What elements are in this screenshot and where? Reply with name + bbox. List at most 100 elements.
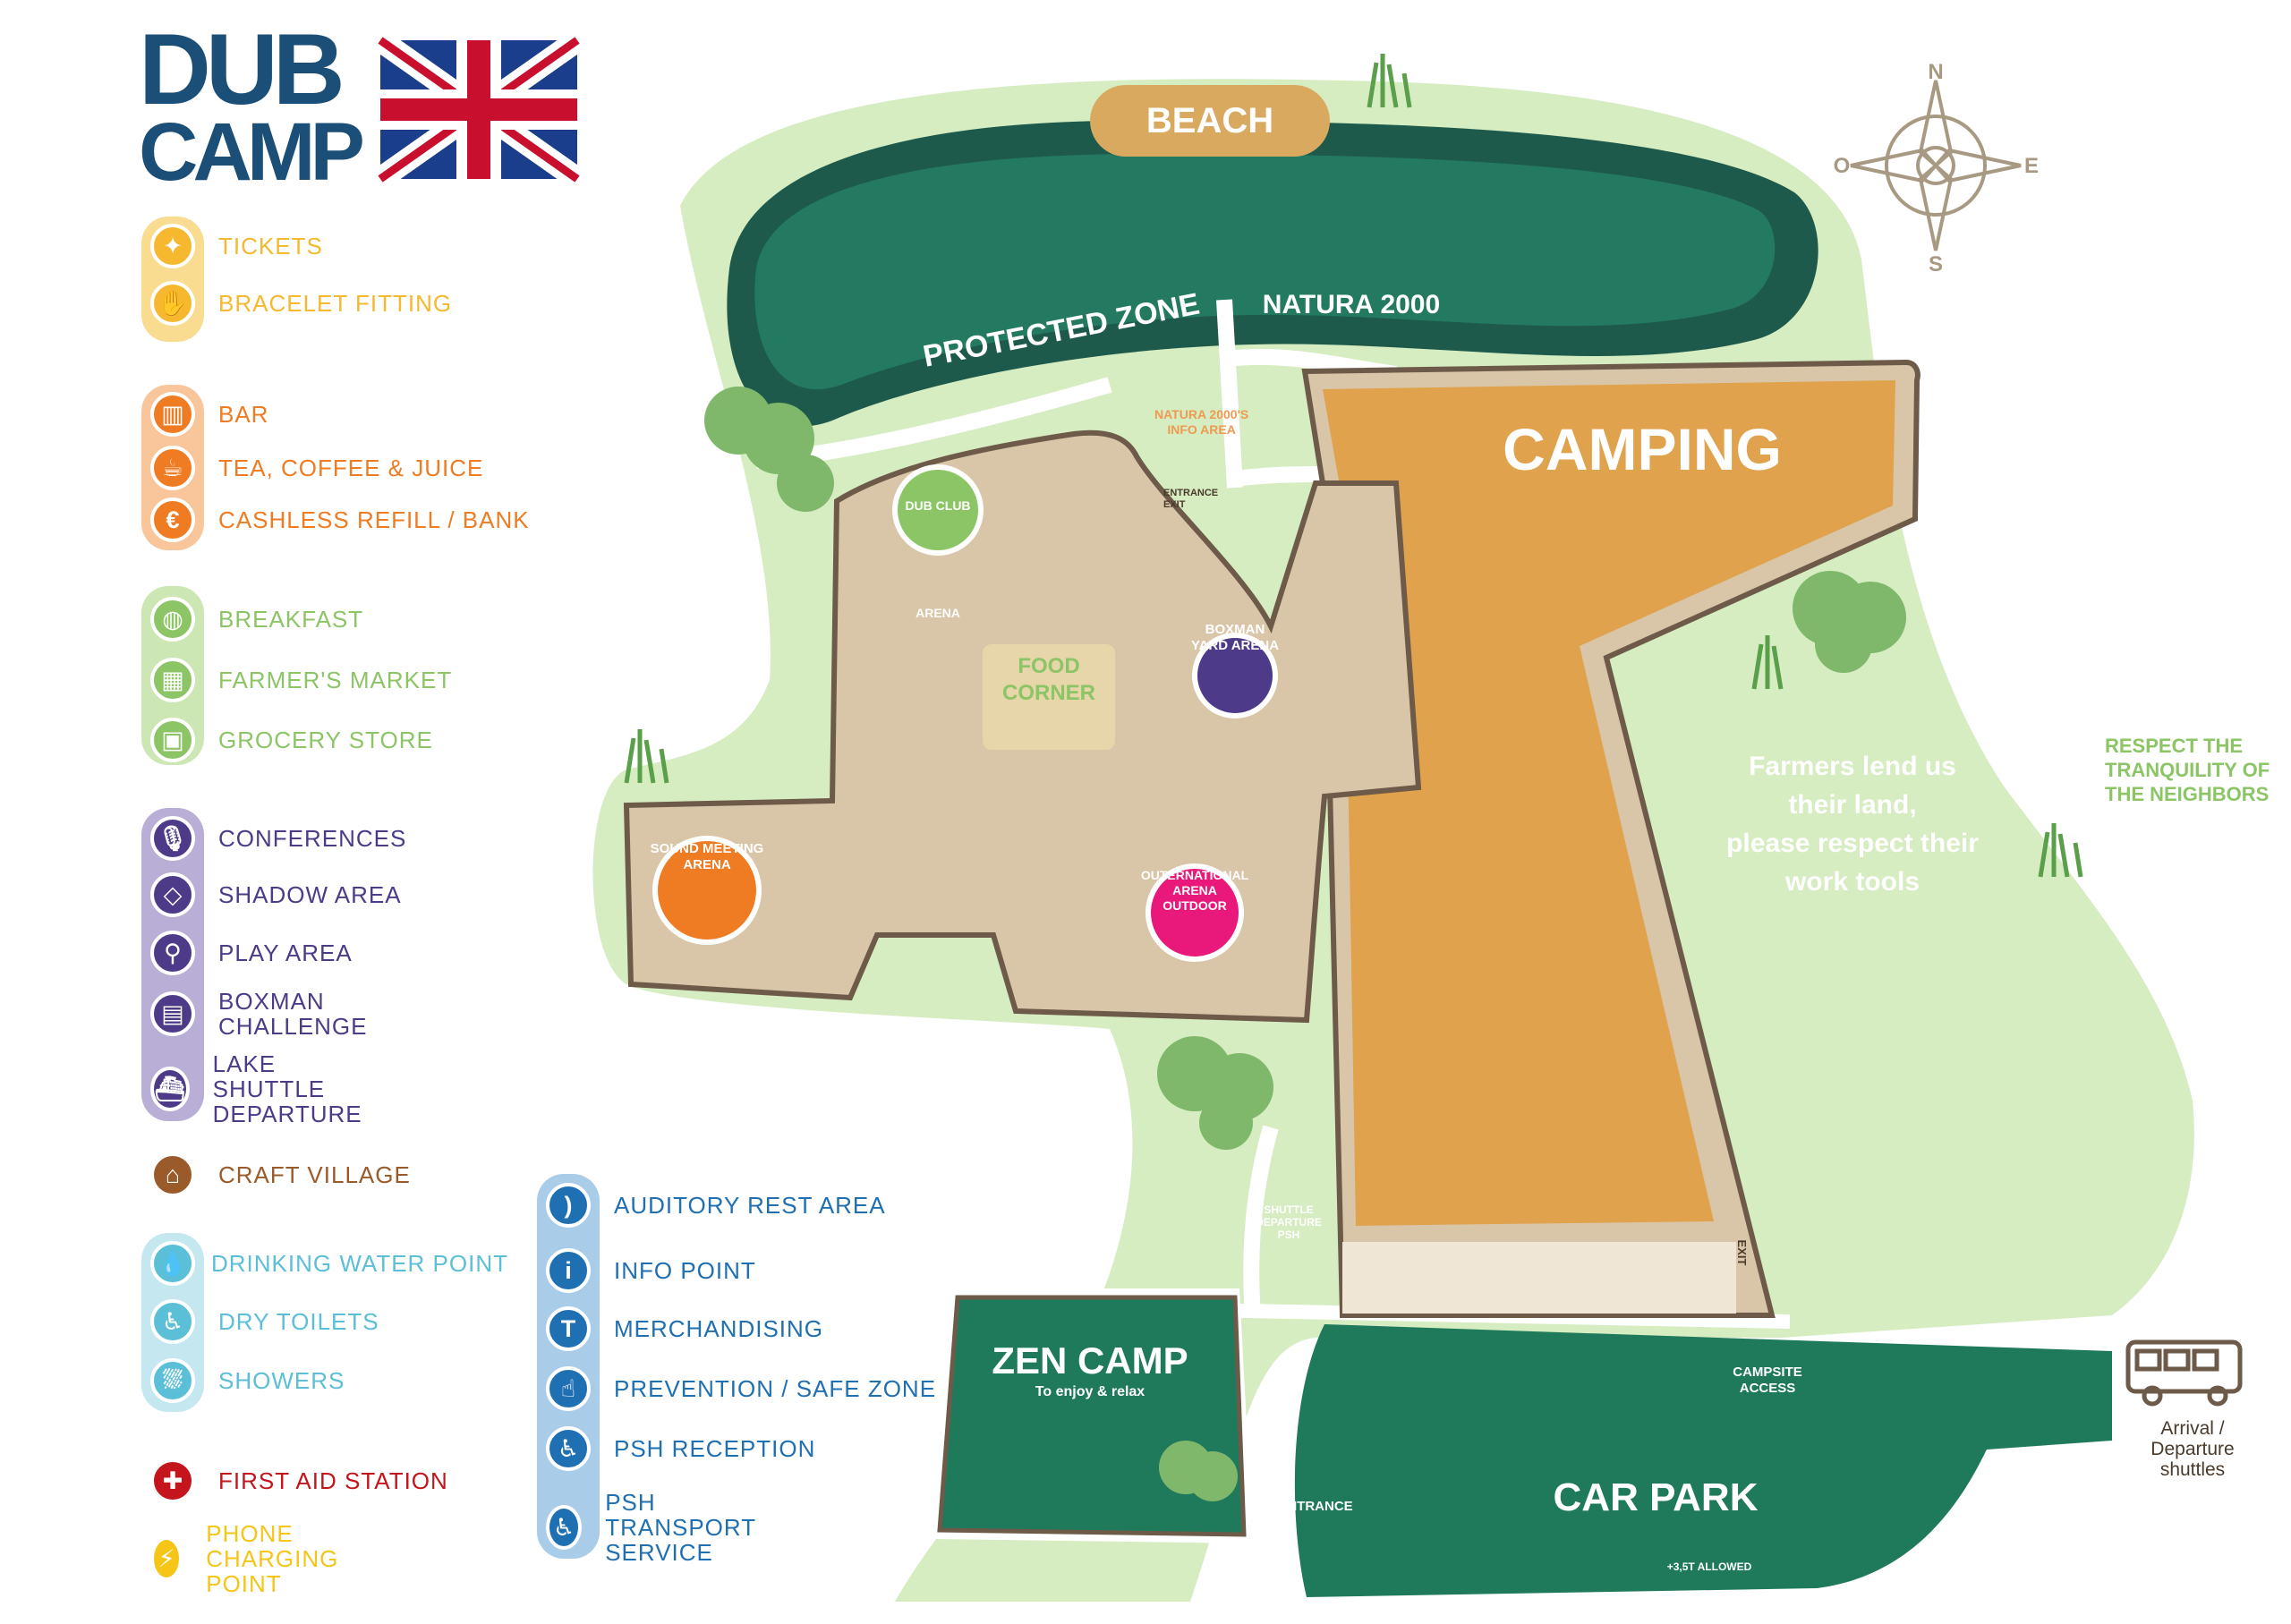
legend-label: CRAFT VILLAGE [218,1161,411,1188]
legend-label: BREAKFAST [218,606,364,633]
legend-label: CONFERENCES [218,825,407,852]
tshirt-icon: T [546,1306,591,1351]
basket-icon: ▦ [150,658,195,702]
legend-label: CASHLESS REFILL / BANK [218,506,530,533]
entrance-exit-note: ENTRANCE EXIT [1163,488,1219,510]
farmers-note: Farmers lend us their land, please respe… [1726,752,1979,897]
boat-icon: ⛴ [150,1067,190,1111]
camping-label: CAMPING [1503,416,1782,482]
food-corner-badge[interactable] [983,644,1115,750]
legend-item: ⛆ SHOWERS [150,1358,345,1403]
legend-label: BAR [218,401,269,428]
outernational-label: OUTERNATIONAL ARENA OUTDOOR [1140,868,1249,913]
lake-inner [754,153,1776,390]
compass-rose [1850,80,2022,251]
legend-item: € CASHLESS REFILL / BANK [150,497,530,542]
legend-item: ▤ BOXMAN CHALLENGE [150,989,368,1039]
legend-label: INFO POINT [614,1257,756,1284]
microphone-icon: 🎙 [150,816,195,861]
legend-label: SHOWERS [218,1367,345,1394]
legend-item: ⛴ LAKE SHUTTLE DEPARTURE [150,1051,368,1127]
dub-club-arena-badge[interactable] [892,464,984,556]
legend-item: ▦ FARMER'S MARKET [150,658,452,702]
outernational-arena-badge[interactable] [1146,863,1244,962]
bolt-icon: ⚡ [150,1536,183,1581]
legend-item: ✦ TICKETS [150,224,323,268]
legend-item: ♿ PSH TRANSPORT SERVICE [546,1490,765,1565]
legend-label: FARMER'S MARKET [218,667,453,693]
house-icon: ⌂ [150,1152,195,1197]
bush-group [704,387,1906,1501]
ticket-icon: ✦ [150,224,195,268]
play-icon: ⚲ [150,931,195,975]
legend-item: ) AUDITORY REST AREA [546,1183,886,1228]
car-park-label: CAR PARK [1554,1475,1759,1519]
entrance-label: ENTRANCE [1278,1499,1352,1514]
legend-item: 🎙 CONFERENCES [150,816,406,861]
path-lake [1216,299,1243,489]
legend-item: ◇ SHADOW AREA [150,872,402,917]
dub-club-label: DUB CLUB ARENA [905,498,971,620]
breakfast-icon: ◍ [150,597,195,642]
zen-camp-inner [937,1295,1247,1537]
shuttle-departure-label: SHUTTLE DEPARTURE PSH [1256,1203,1322,1241]
hand-icon: ☝ [546,1366,591,1411]
legend-label: TEA, COFFEE & JUICE [218,455,484,481]
legend-label: DRY TOILETS [218,1308,379,1335]
path-festival [1233,466,1325,487]
grocery-icon: ▣ [150,718,195,762]
sound-meeting-arena-badge[interactable] [652,836,762,945]
beach-shape [1090,85,1330,157]
camping-area [1323,380,1895,1226]
legend-item: T MERCHANDISING [546,1306,823,1351]
legend-item: ☕ TEA, COFFEE & JUICE [150,446,483,490]
legend-item: ◍ BREAKFAST [150,597,363,642]
zen-camp-sub: To enjoy & relax [1035,1384,1146,1399]
natura-label: NATURA 2000 [1263,290,1440,319]
legend-label: LAKE SHUTTLE DEPARTURE [212,1050,362,1127]
logo-line-1: DUB [139,13,345,125]
ear-icon: ) [546,1183,591,1228]
boxman-icon: ▤ [150,991,195,1036]
legend-item: ✚ FIRST AID STATION [150,1458,448,1503]
grass-tufts [624,54,2083,878]
boxman-yard-label: BOXMAN YARD ARENA [1190,622,1280,653]
legend-label: AUDITORY REST AREA [614,1192,886,1219]
compass-east: E [2024,154,2039,178]
logo-line-2: CAMP [139,106,365,198]
arrival-label: Arrival / Departure shuttles [2150,1418,2235,1480]
shadow-icon: ◇ [150,872,195,917]
campsite-access-label: CAMPSITE ACCESS [1733,1365,1802,1396]
toilet-icon: ♿ [150,1299,195,1344]
legend-label: FIRST AID STATION [218,1467,448,1494]
camping-service-strip [1342,1242,1736,1314]
legend-item: ♿ PSH RECEPTION [546,1426,815,1471]
legend-item: ▣ GROCERY STORE [150,718,433,762]
legend-item: ⌂ CRAFT VILLAGE [150,1152,411,1197]
beach-label: BEACH [1146,101,1273,140]
euro-icon: € [150,497,195,542]
info-icon: i [546,1248,591,1293]
compass-north: N [1928,60,1943,84]
weight-note: +3,5T ALLOWED [1667,1560,1752,1573]
bracelet-icon: ✋ [150,281,195,326]
legend-item: ♿ DRY TOILETS [150,1299,379,1344]
legend-label: PLAY AREA [218,940,353,966]
respect-note: RESPECT THE TRANQUILITY OF THE NEIGHBORS [2105,735,2270,805]
compass-south: S [1929,252,1943,276]
natura-info-note: NATURA 2000'S INFO AREA [1154,407,1249,437]
legend-item: ⚡ PHONE CHARGING POINT [150,1521,351,1596]
zen-camp-label: ZEN CAMP [992,1339,1188,1382]
drop-icon: 💧 [150,1241,195,1286]
legend-label: PSH TRANSPORT SERVICE [605,1489,757,1566]
legend-item: i INFO POINT [546,1248,756,1293]
legend-label: BRACELET FITTING [218,290,453,317]
legend-item: ✋ BRACELET FITTING [150,281,452,326]
boxman-yard-arena-badge[interactable] [1192,633,1278,718]
uk-flag-icon [373,30,584,189]
sound-meeting-label: SOUND MEETING ARENA [650,841,764,872]
legend-label: DRINKING WATER POINT [211,1250,508,1277]
legend-label: BOXMAN CHALLENGE [218,988,368,1040]
legend-label: TICKETS [218,233,323,259]
